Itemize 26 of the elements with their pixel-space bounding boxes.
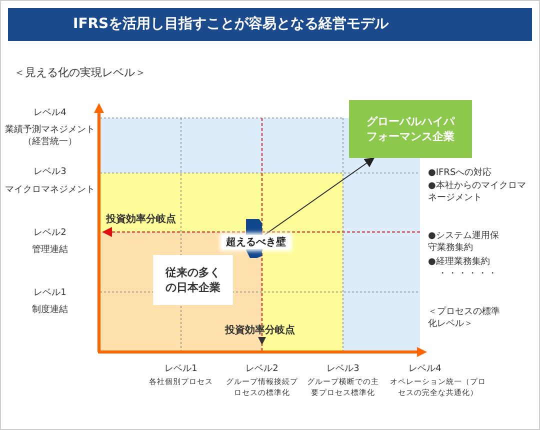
ellipsis-dots: ・・・・・・ bbox=[438, 268, 499, 280]
level-label: レベル4 bbox=[408, 363, 442, 375]
level-label: レベル2 bbox=[32, 227, 68, 239]
heading: ＜見える化の実現レベル＞ bbox=[14, 67, 147, 79]
title-bar: IFRSを活用し目指すことが容易となる経営モデル bbox=[8, 8, 532, 41]
note: ＜プロセスの標準化レベル＞ bbox=[428, 306, 501, 330]
level-description: 制度連結 bbox=[31, 304, 69, 316]
bullet-item: ●IFRSへの対応 bbox=[428, 167, 493, 179]
level-label: レベル1 bbox=[164, 363, 198, 375]
bullet-item: ●システム運用保守業務集約 bbox=[428, 230, 500, 254]
threshold-label: 投資効率分岐点 bbox=[106, 214, 177, 226]
level-description: 業績予測マネジメント（経営統一） bbox=[4, 124, 96, 148]
level-label: レベル3 bbox=[32, 166, 68, 178]
level-label: レベル2 bbox=[244, 363, 280, 375]
level-label: レベル3 bbox=[326, 363, 360, 375]
bullet-item: ●本社からのマイクロマネージメント bbox=[428, 180, 527, 204]
level-label: レベル1 bbox=[32, 287, 68, 299]
arrow bbox=[264, 157, 375, 236]
level-label: レベル4 bbox=[32, 107, 68, 119]
target-box: グローバルハイパフォーマンス企業 bbox=[349, 100, 472, 158]
level-description: 管理連結 bbox=[31, 244, 69, 256]
current-state-box: 従来の多くの日本企業 bbox=[153, 255, 233, 305]
level-description: マイクロマネジメント bbox=[4, 184, 96, 196]
bullet-item: ●経理業務集約 bbox=[428, 256, 491, 268]
threshold-label: 投資効率分岐点 bbox=[225, 325, 296, 337]
wall-label: 超えるべき壁 bbox=[222, 235, 290, 249]
